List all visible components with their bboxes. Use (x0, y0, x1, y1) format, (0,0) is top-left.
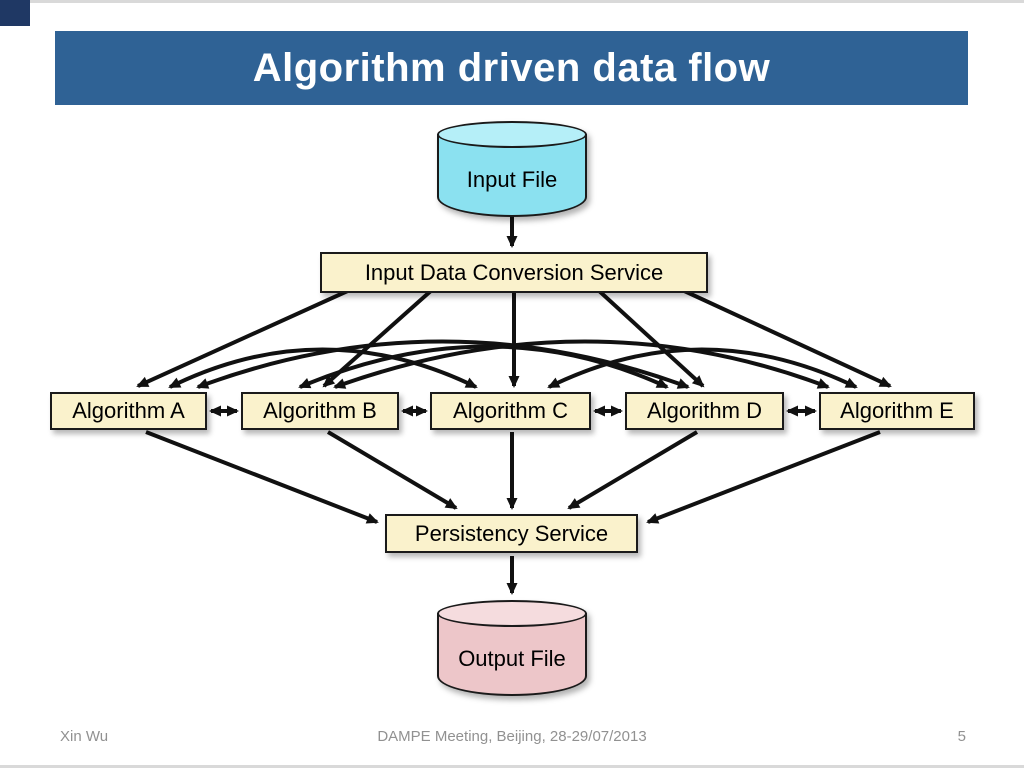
algorithm-e-box: Algorithm E (819, 392, 975, 430)
arc-algorithm-a-d (196, 339, 690, 389)
conversion-service-box: Input Data Conversion Service (320, 252, 708, 293)
algorithm-a-box: Algorithm A (50, 392, 207, 430)
slide-footer: Xin Wu DAMPE Meeting, Beijing, 28-29/07/… (0, 724, 1024, 752)
cylinder-top (437, 600, 587, 627)
cylinder-top (437, 121, 587, 148)
arrow-conversion-to-algorithm-d (595, 287, 705, 388)
arrow-algorithm-b-to-persistency (326, 430, 458, 510)
slide-title-banner: Algorithm driven data flow (55, 31, 968, 105)
footer-event: DAMPE Meeting, Beijing, 28-29/07/2013 (377, 728, 647, 745)
bottom-edge-divider (0, 765, 1024, 768)
footer-page-number: 5 (957, 728, 966, 745)
algorithm-d-box: Algorithm D (625, 392, 784, 430)
arrow-conversion-to-algorithm-e (679, 287, 892, 388)
output-file-label: Output File (458, 646, 566, 671)
algorithm-b-box: Algorithm B (241, 392, 399, 430)
input-file-cylinder: Input File (437, 121, 587, 217)
algorithm-c-box: Algorithm C (430, 392, 591, 430)
corner-accent (0, 0, 30, 26)
footer-author: Xin Wu (60, 728, 109, 745)
arc-algorithm-a-c (168, 347, 478, 389)
input-file-label: Input File (466, 167, 558, 192)
arrow-algorithm-a-to-persistency (145, 430, 379, 524)
arrow-conversion-to-algorithm-a (136, 287, 353, 388)
arrow-algorithm-e-to-persistency (646, 430, 881, 524)
arc-algorithm-b-e (333, 339, 830, 389)
slide-title: Algorithm driven data flow (252, 45, 771, 90)
arrow-algorithm-d-to-persistency (567, 430, 699, 510)
top-edge-divider (0, 0, 1024, 3)
persistency-service-box: Persistency Service (385, 514, 638, 553)
output-file-cylinder: Output File (437, 600, 587, 696)
arc-algorithm-c-e (547, 347, 858, 389)
